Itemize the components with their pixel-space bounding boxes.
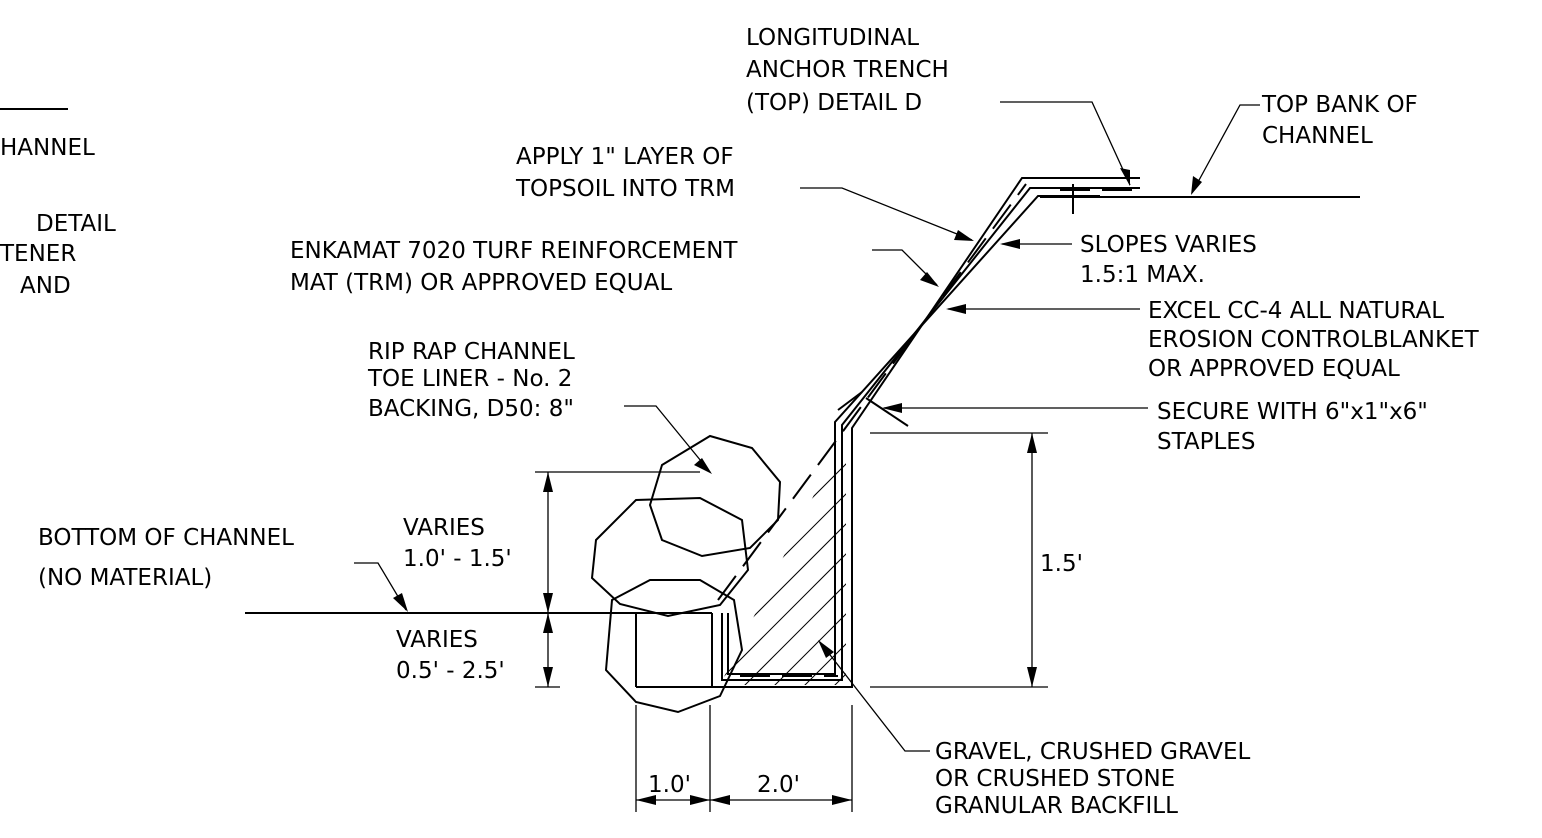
blanket-label-2: EROSION CONTROLBLANKET bbox=[1148, 327, 1480, 353]
staple-mark-1 bbox=[837, 391, 863, 411]
riprap-stone-top bbox=[648, 434, 782, 558]
staples-label-2: STAPLES bbox=[1157, 429, 1255, 455]
bottom-label-2: (NO MATERIAL) bbox=[38, 565, 212, 591]
varies-bottom-label-2: 0.5' - 2.5' bbox=[396, 658, 505, 684]
trm-label-1: ENKAMAT 7020 TURF REINFORCEMENT bbox=[290, 238, 738, 264]
partial-left-label-2: DETAIL bbox=[36, 211, 116, 237]
trench-outer-line bbox=[711, 177, 1140, 688]
anchor-trench-label-3: (TOP) DETAIL D bbox=[746, 90, 922, 116]
riprap-label-2: TOE LINER - No. 2 bbox=[367, 366, 572, 392]
staple-mark-2 bbox=[865, 397, 909, 427]
riprap-stone-middle bbox=[590, 496, 750, 618]
top-bank-label-2: CHANNEL bbox=[1262, 123, 1373, 149]
slopes-label-2: 1.5:1 MAX. bbox=[1080, 262, 1205, 288]
topsoil-label-2: TOPSOIL INTO TRM bbox=[515, 176, 735, 202]
anchor-trench-label-2: ANCHOR TRENCH bbox=[746, 57, 949, 83]
gravel-label-2: OR CRUSHED STONE bbox=[935, 766, 1175, 792]
trm-label-2: MAT (TRM) OR APPROVED EQUAL bbox=[290, 270, 672, 296]
trm-dashed-line bbox=[717, 183, 1027, 601]
riprap-label-1: RIP RAP CHANNEL bbox=[368, 339, 575, 365]
blanket-label-1: EXCEL CC-4 ALL NATURAL bbox=[1148, 298, 1444, 324]
gravel-label-3: GRANULAR BACKFILL bbox=[935, 793, 1178, 819]
trench-inner-line-2 bbox=[727, 195, 1100, 675]
riprap-stone-bottom bbox=[604, 579, 744, 714]
varies-top-label-1: VARIES bbox=[403, 515, 485, 541]
bottom-label-1: BOTTOM OF CHANNEL bbox=[38, 525, 294, 551]
top-bank-label-1: TOP BANK OF bbox=[1261, 92, 1418, 118]
dim-width-right-label: 2.0' bbox=[757, 772, 800, 798]
partial-left-label-3: TENER bbox=[0, 241, 76, 267]
topsoil-label-1: APPLY 1" LAYER OF bbox=[516, 144, 734, 170]
trench-inner-line-1 bbox=[721, 187, 1140, 681]
slopes-label-1: SLOPES VARIES bbox=[1080, 232, 1257, 258]
varies-bottom-label-1: VARIES bbox=[396, 627, 478, 653]
blanket-label-3: OR APPROVED EQUAL bbox=[1148, 356, 1400, 382]
riprap-label-3: BACKING, D50: 8" bbox=[368, 396, 574, 422]
partial-left-label-4: AND bbox=[20, 273, 71, 299]
dim-height-label: 1.5' bbox=[1040, 551, 1083, 577]
staples-label-1: SECURE WITH 6"x1"x6" bbox=[1157, 399, 1428, 425]
varies-top-label-2: 1.0' - 1.5' bbox=[403, 546, 512, 572]
dim-width-left-label: 1.0' bbox=[648, 772, 691, 798]
gravel-backfill-hatch bbox=[720, 439, 846, 685]
partial-left-label-1: HANNEL bbox=[0, 135, 95, 161]
anchor-trench-label-1: LONGITUDINAL bbox=[746, 25, 919, 51]
gravel-label-1: GRAVEL, CRUSHED GRAVEL bbox=[935, 739, 1251, 765]
